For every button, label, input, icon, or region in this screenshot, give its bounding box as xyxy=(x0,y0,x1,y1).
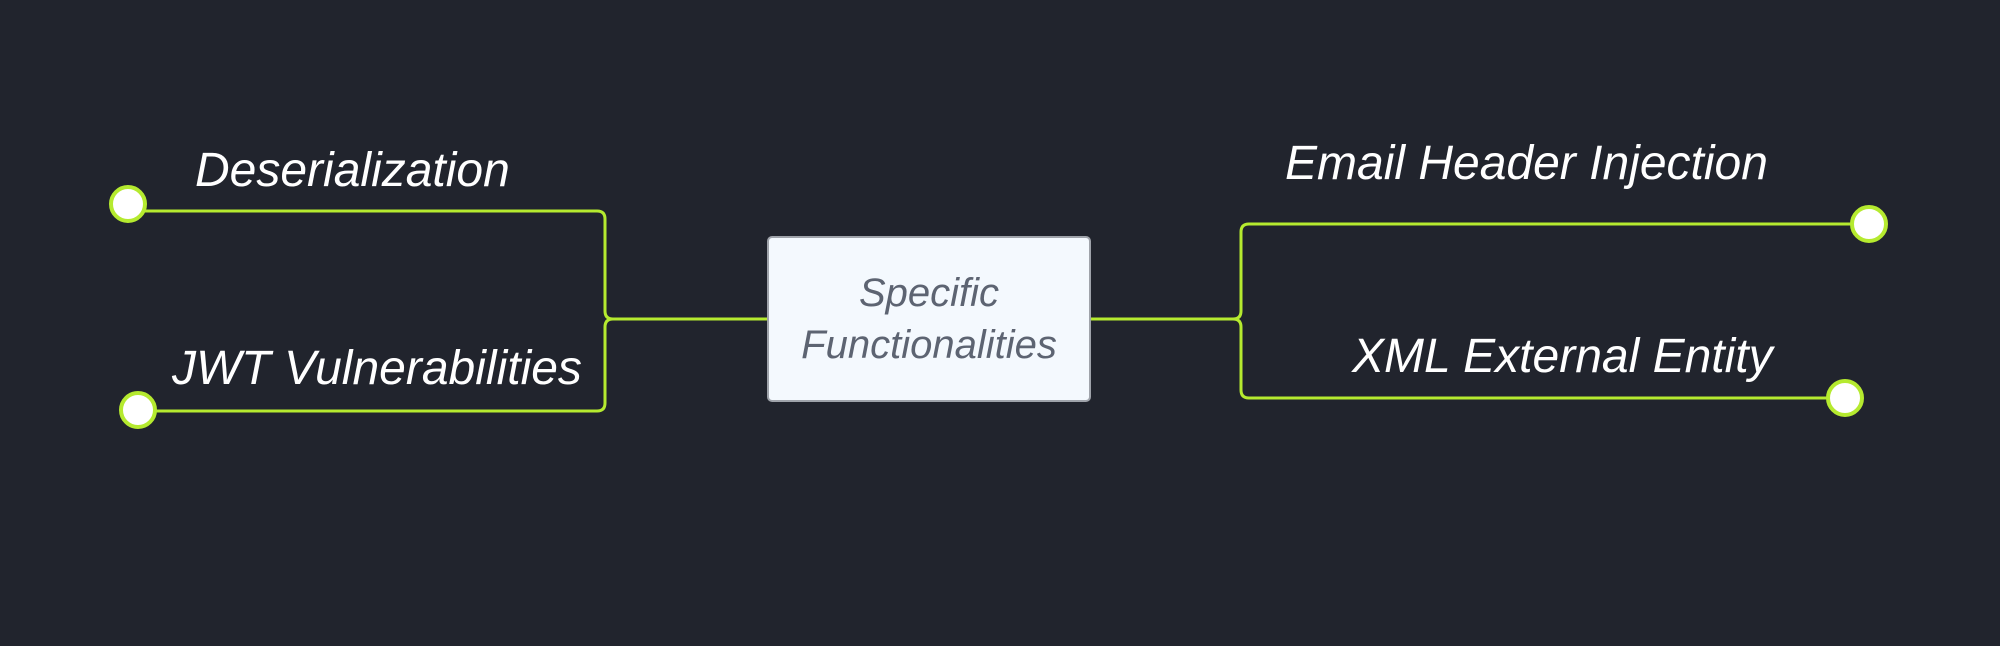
endpoint-jwt-vulnerabilities[interactable] xyxy=(119,391,157,429)
center-node[interactable]: Specific Functionalities xyxy=(767,236,1091,402)
endpoint-deserialization[interactable] xyxy=(109,185,147,223)
branch-label-jwt-vulnerabilities[interactable]: JWT Vulnerabilities xyxy=(172,342,582,395)
connector-jwt-vulnerabilities xyxy=(138,317,614,413)
branch-label-email-header-injection[interactable]: Email Header Injection xyxy=(1285,137,1768,190)
endpoint-xml-external-entity[interactable] xyxy=(1826,379,1864,417)
center-node-label: Specific Functionalities xyxy=(801,271,1057,367)
connector-xml-external-entity xyxy=(1232,317,1845,400)
branch-label-deserialization[interactable]: Deserialization xyxy=(195,144,510,197)
branch-label-xml-external-entity[interactable]: XML External Entity xyxy=(1352,330,1773,383)
connector-email-header-injection xyxy=(1232,222,1869,321)
connector-deserialization xyxy=(128,209,614,321)
endpoint-email-header-injection[interactable] xyxy=(1850,205,1888,243)
